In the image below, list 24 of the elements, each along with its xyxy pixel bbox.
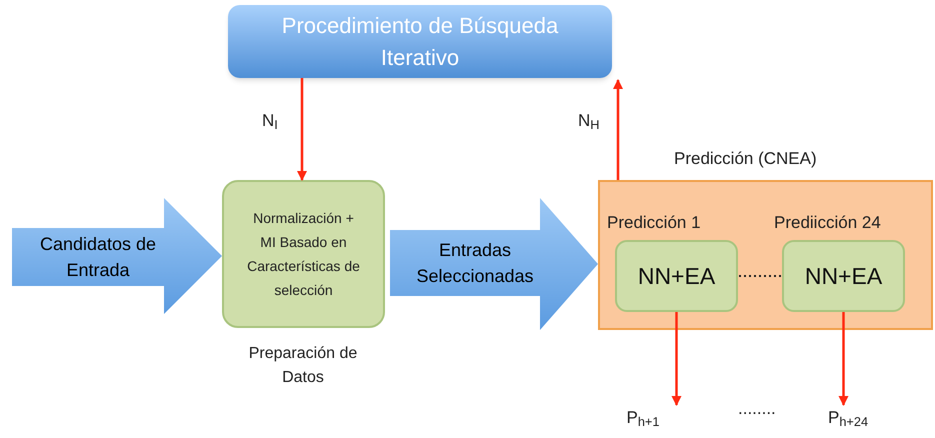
ellipsis-label: ........ <box>738 398 776 420</box>
arrow <box>613 79 623 180</box>
dotted-connector <box>739 275 781 277</box>
process-box <box>222 180 385 328</box>
box-text: Procedimiento de Búsqueda Iterativo <box>280 12 560 72</box>
box-heading: Predicción 1 <box>607 212 701 234</box>
block-arrow <box>12 198 222 314</box>
box-text: NN+EA <box>804 262 882 291</box>
edge-label: N$_{H}$ <box>578 110 600 134</box>
process-box <box>228 5 612 78</box>
output-label: P$_{h+24}$ <box>818 405 878 435</box>
output-label: P$_{h+1}$ <box>618 405 668 435</box>
arrow-label: Entradas Seleccionadas <box>415 239 535 288</box>
arrow <box>672 312 682 406</box>
box-caption: Preparación de Datos <box>248 344 358 388</box>
panel-heading: Predicción (CNEA) <box>674 148 817 170</box>
block-arrow <box>390 198 598 330</box>
arrow <box>838 312 848 406</box>
box-text: NN+EA <box>638 262 716 291</box>
box-heading: Prediicción 24 <box>774 212 881 234</box>
box-text: Normalización + MI Basado en Características de selección <box>246 209 361 300</box>
arrow <box>297 78 307 181</box>
arrow-label: Candidatos de Entrada <box>38 233 158 282</box>
edge-label: N$_{I}$ <box>262 110 278 134</box>
